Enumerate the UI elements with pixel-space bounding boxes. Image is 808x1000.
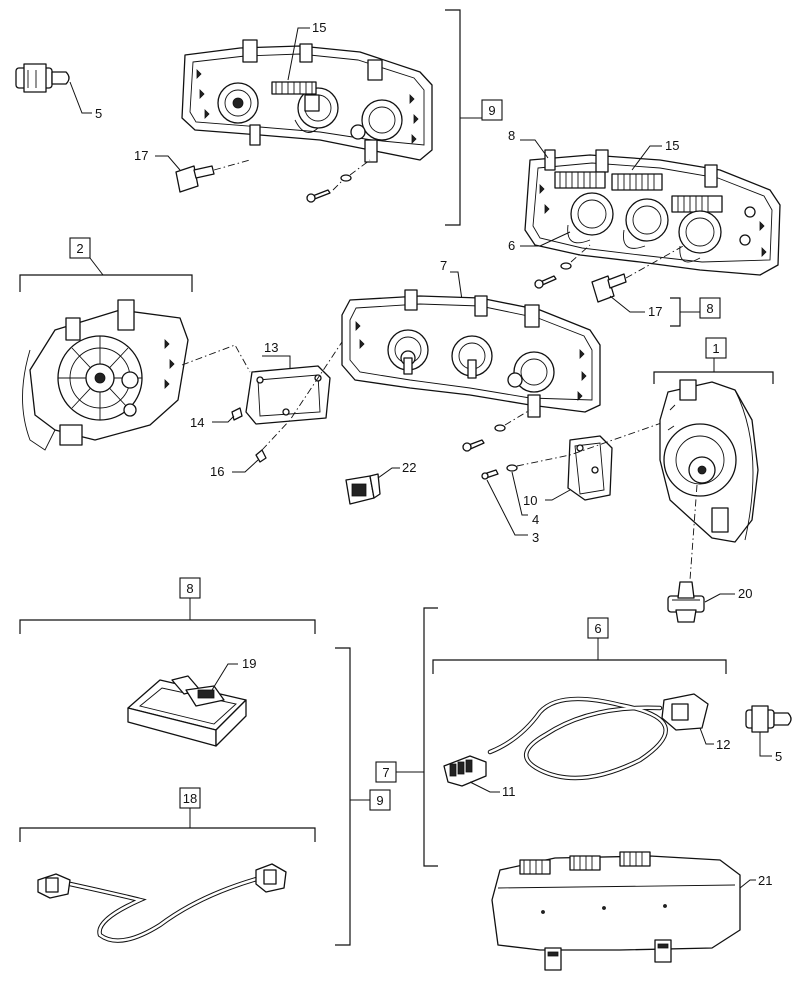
- callout-19: 19: [242, 656, 256, 671]
- callout-15a: 15: [312, 20, 326, 35]
- callout-15b: 15: [665, 138, 679, 153]
- gasket-10: [567, 435, 613, 501]
- connector-icon-17b: [591, 244, 686, 303]
- box-18: 18: [183, 791, 197, 806]
- bulb-20: [667, 581, 705, 623]
- callout-7a: 7: [440, 258, 447, 273]
- callout-8a: 8: [508, 128, 515, 143]
- callout-14: 14: [190, 415, 204, 430]
- callout-3: 3: [532, 530, 539, 545]
- switch-22: [345, 473, 381, 505]
- callout-17a: 17: [134, 148, 148, 163]
- bulb-icon-5b: [745, 705, 792, 733]
- callout-16: 16: [210, 464, 224, 479]
- work-lamp-1: [659, 379, 759, 543]
- callout-6: 6: [508, 238, 515, 253]
- callout-11: 11: [502, 784, 516, 799]
- box-8b: 8: [706, 301, 713, 316]
- headlamp-housing-right: [524, 149, 781, 276]
- box-9b: 9: [376, 793, 383, 808]
- work-lamp-2: [22, 299, 189, 451]
- bulb-icon-5a: [15, 63, 70, 93]
- screw-14: [231, 407, 243, 421]
- callout-13: 13: [264, 340, 278, 355]
- callout-17b: 17: [648, 304, 662, 319]
- callout-20: 20: [738, 586, 752, 601]
- box-1: 1: [712, 341, 719, 356]
- cable-18: [37, 863, 287, 943]
- callout-12: 12: [716, 737, 730, 752]
- box-2: 2: [76, 241, 83, 256]
- callout-21: 21: [758, 873, 772, 888]
- callout-10: 10: [523, 493, 537, 508]
- screw-washer-top: [306, 159, 371, 203]
- module-19: [127, 675, 247, 747]
- connector-icon-17a: [175, 159, 251, 193]
- harness-6: [443, 693, 709, 787]
- headlamp-housing-top: [181, 39, 433, 163]
- box-7: 7: [382, 765, 389, 780]
- headlamp-housing-center: [341, 289, 601, 418]
- gasket-13: [245, 365, 331, 425]
- callout-4: 4: [532, 512, 539, 527]
- box-6: 6: [594, 621, 601, 636]
- box-9: 9: [488, 103, 495, 118]
- callout-5a: 5: [95, 106, 102, 121]
- screw-16: [255, 329, 351, 463]
- screw-washer-right: [534, 244, 591, 289]
- callout-22: 22: [402, 460, 416, 475]
- screw-washer-3-4: [481, 419, 671, 480]
- box-8: 8: [186, 581, 193, 596]
- screw-washer-center: [462, 409, 531, 452]
- cover-21: [491, 851, 741, 971]
- callout-5b: 5: [775, 749, 782, 764]
